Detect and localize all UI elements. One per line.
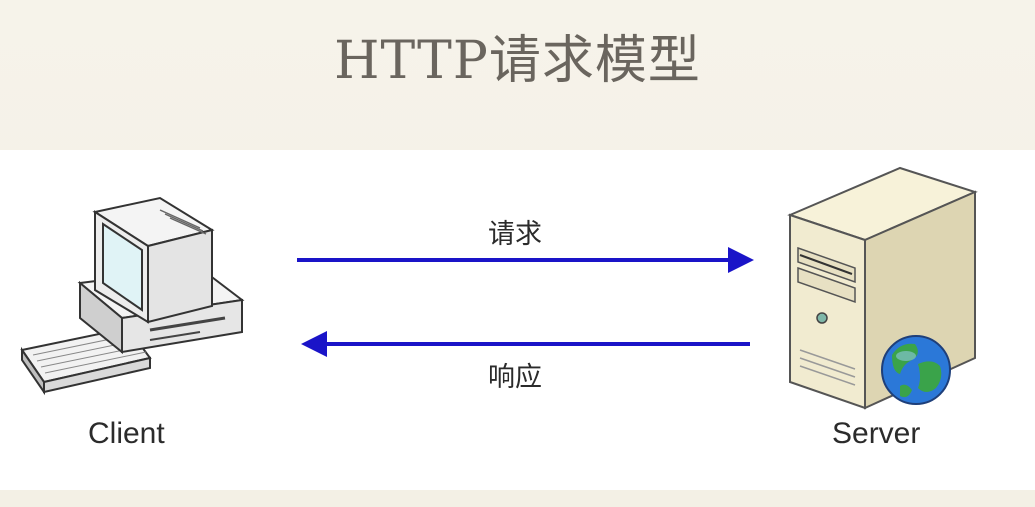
server-label: Server	[832, 417, 921, 450]
client-label: Client	[88, 417, 165, 450]
diagram-svg	[20, 166, 978, 410]
response-arrow	[301, 331, 750, 357]
request-label: 请求	[488, 219, 542, 249]
globe-icon	[881, 335, 951, 405]
request-arrow	[297, 247, 754, 273]
desktop-computer-icon	[20, 196, 245, 396]
response-label: 响应	[488, 362, 542, 392]
page-title: HTTP请求模型	[334, 31, 701, 91]
diagram-canvas: 请求 响应 Client Server	[0, 150, 1035, 490]
